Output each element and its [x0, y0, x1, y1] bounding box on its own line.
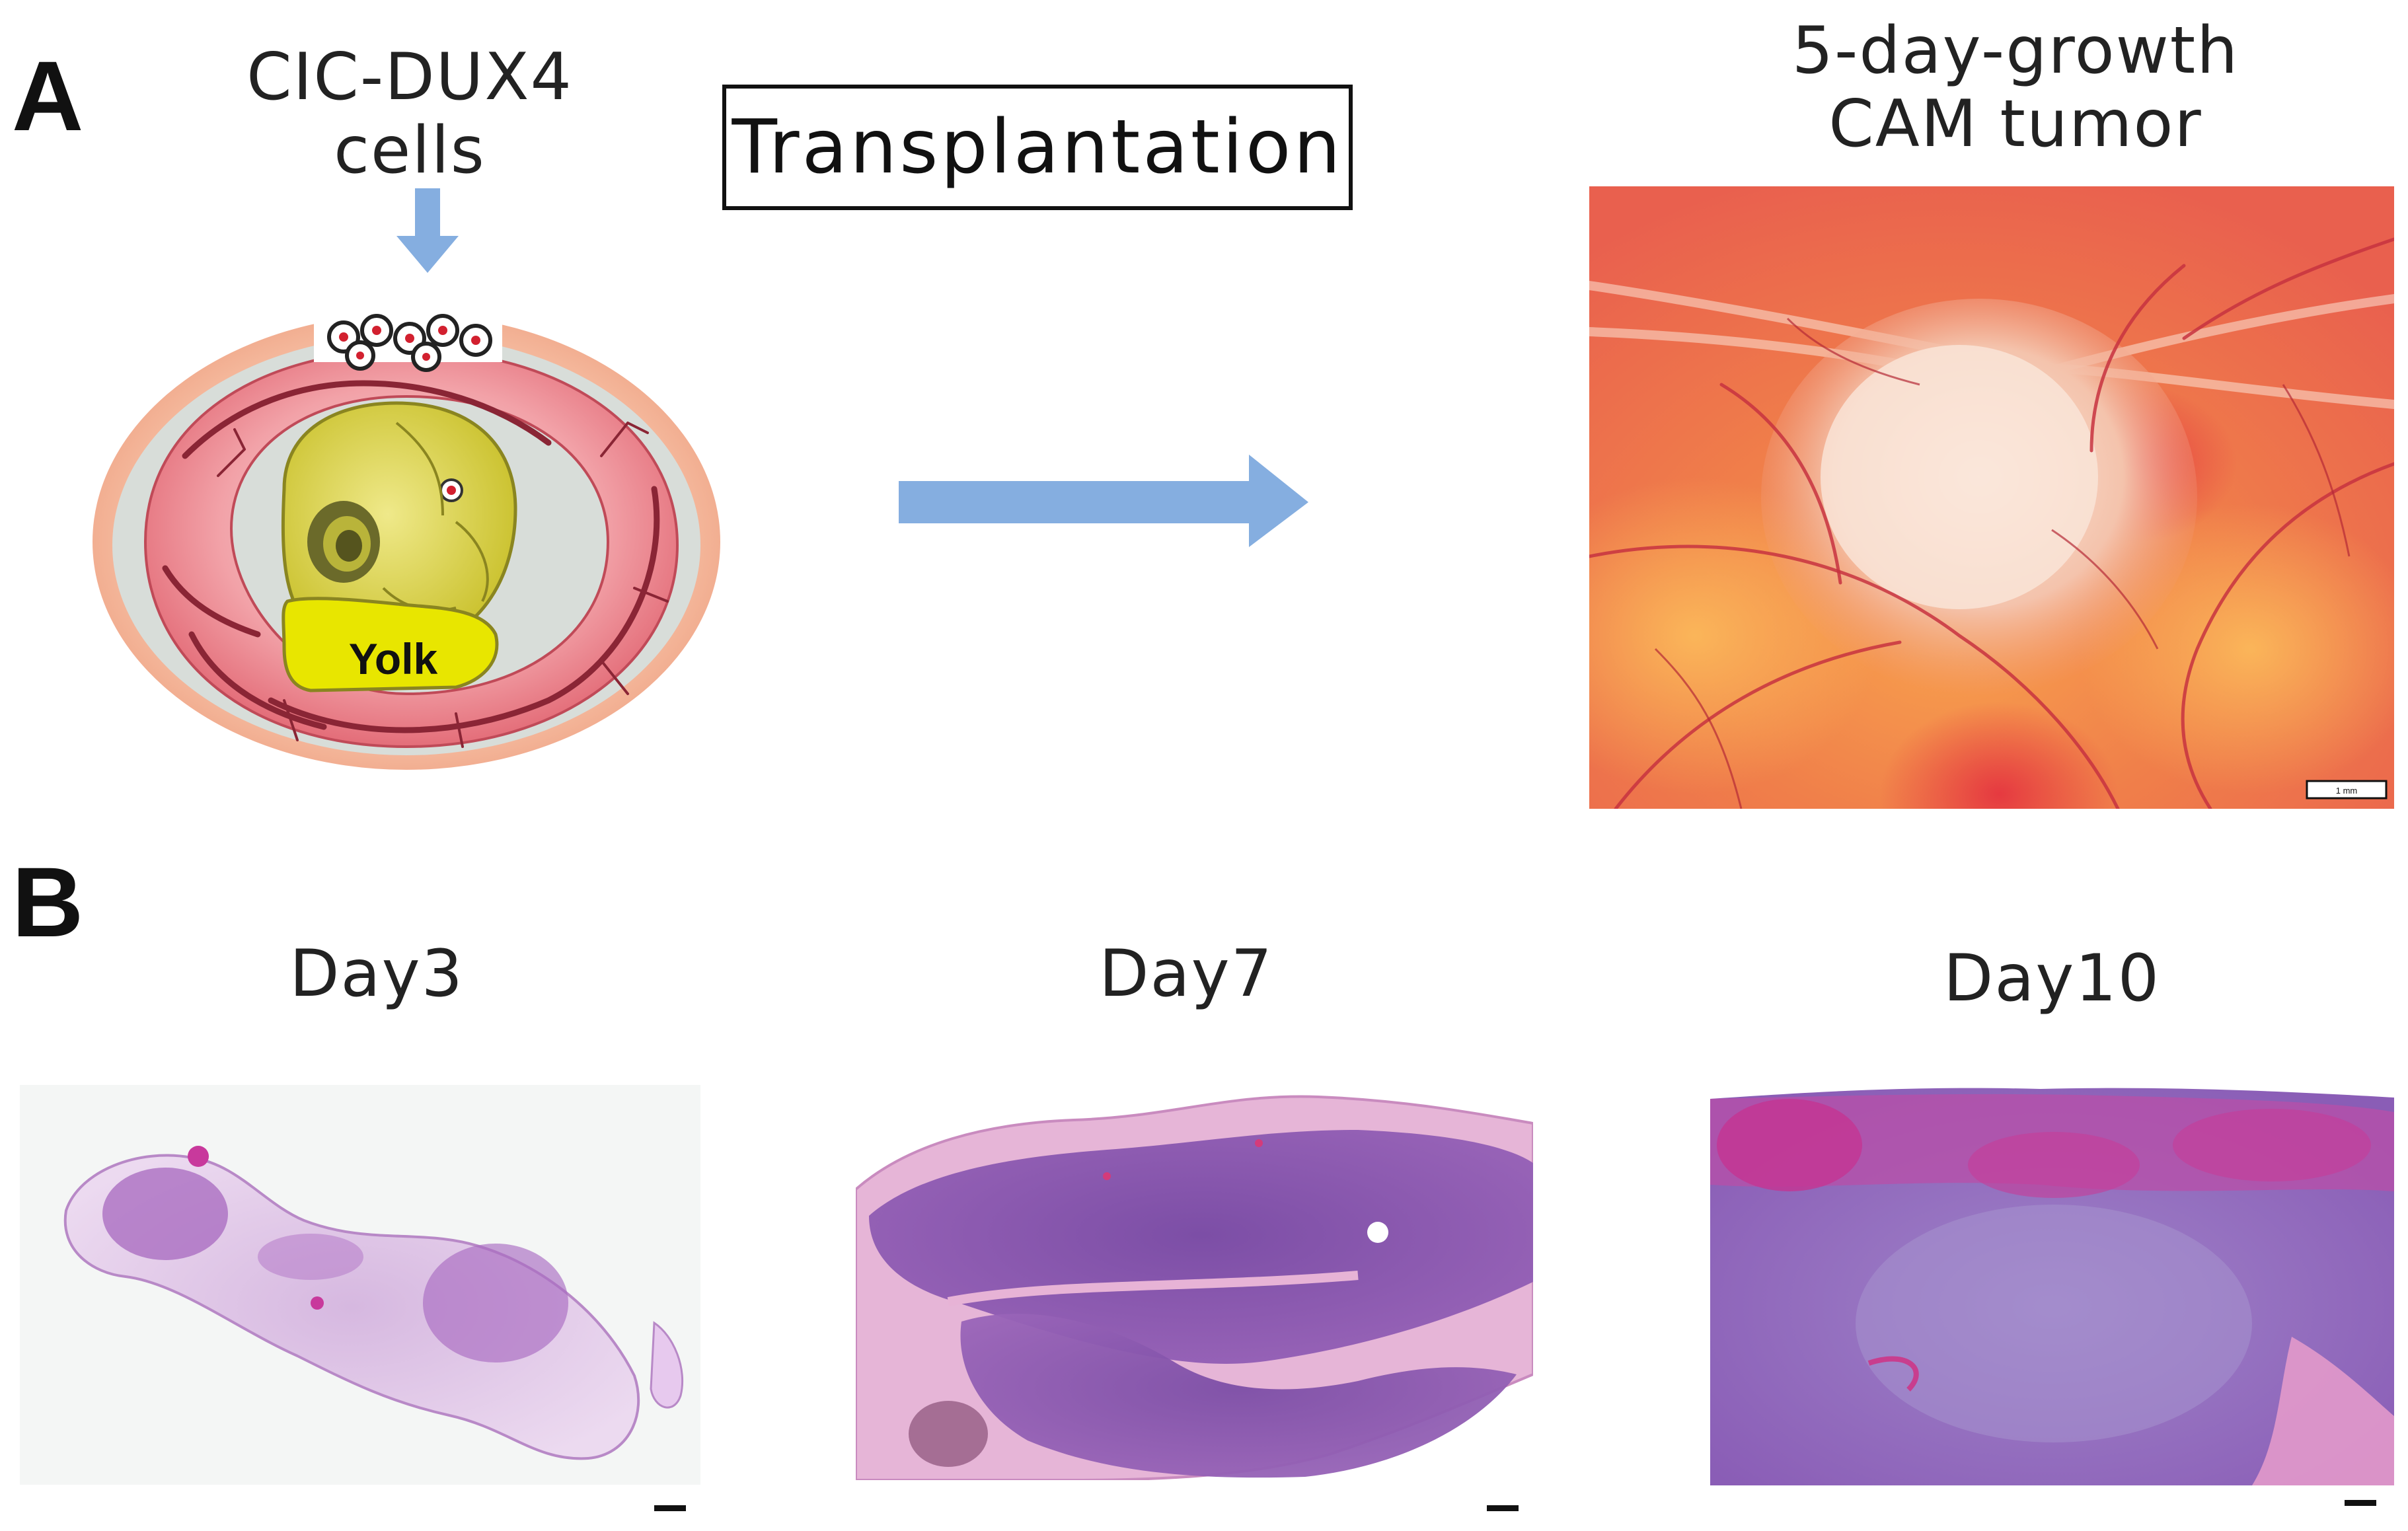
- egg-diagram: Yolk: [93, 309, 720, 770]
- result-label: 5-day-growth CAM tumor: [1758, 15, 2273, 161]
- scale-bar-label: 1 mm: [2336, 786, 2358, 796]
- cam-tumor-photo: 1 mm: [1589, 186, 2394, 809]
- cell-cluster: [327, 314, 492, 372]
- yolk-label: Yolk: [349, 634, 438, 683]
- day-label-day10: Day10: [1943, 941, 2161, 1016]
- day-label-day3: Day3: [289, 936, 464, 1012]
- day-label-day7: Day7: [1099, 936, 1273, 1012]
- result-label-line2: CAM tumor: [1828, 86, 2202, 162]
- panel-letter-b: B: [12, 846, 84, 957]
- scale-bar-day3: [654, 1505, 686, 1511]
- transplantation-box: Transplantation: [722, 85, 1353, 210]
- cells-label: CIC-DUX4 cells: [238, 41, 582, 187]
- scale-bar-day7: [1487, 1505, 1519, 1511]
- scale-bar-day10: [2345, 1500, 2376, 1506]
- histology-day10: [1710, 1086, 2394, 1485]
- right-arrow-icon: [899, 455, 1308, 547]
- panel-letter-a: A: [12, 40, 84, 151]
- down-arrow-icon: [396, 188, 459, 273]
- cells-label-line1: CIC-DUX4: [246, 40, 573, 115]
- histology-day3: [20, 1085, 700, 1485]
- cells-label-line2: cells: [334, 112, 486, 188]
- result-label-line1: 5-day-growth: [1791, 13, 2239, 89]
- transplantation-label: Transplantation: [732, 104, 1343, 190]
- histology-day7: [856, 1084, 1533, 1480]
